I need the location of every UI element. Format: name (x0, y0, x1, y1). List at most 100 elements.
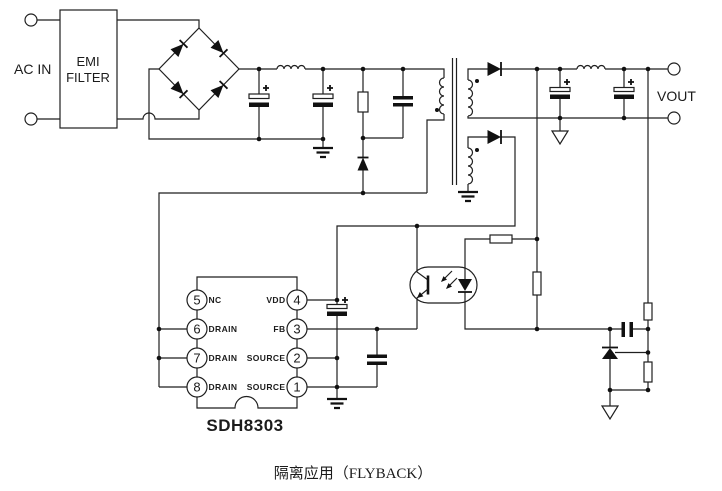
wire (464, 238, 537, 267)
polarity-dot (435, 108, 439, 112)
pin-8 (186, 376, 208, 398)
polarity-dot (475, 79, 479, 83)
output-stage: VOUT (487, 62, 696, 146)
inductor-icon (276, 64, 306, 70)
primary-gnd-rail (148, 68, 323, 140)
diode-icon (210, 80, 229, 98)
pin-label: SOURCE (247, 382, 286, 392)
pin-4 (286, 289, 308, 311)
capacitor-icon (367, 354, 387, 365)
wire-with-hop (117, 110, 200, 120)
ic-external-parts (326, 297, 387, 410)
wire (117, 19, 200, 28)
emi-label-2: FILTER (66, 70, 110, 85)
resistor-icon (643, 302, 653, 321)
ac-in-label: AC IN (14, 61, 51, 77)
secondary-rail (467, 68, 668, 80)
aux-rectifier (458, 130, 502, 203)
junction-dots (156, 66, 651, 393)
vout-terminal-plus (667, 62, 681, 76)
shunt-regulator-icon (602, 346, 618, 359)
ac-input: AC IN (14, 13, 51, 126)
electrolytic-capacitor-icon (613, 79, 635, 99)
source-wires (307, 357, 377, 388)
light-arrows-icon (441, 270, 458, 289)
electrolytic-capacitor-icon (248, 85, 270, 107)
ic-name-label: SDH8303 (206, 416, 283, 435)
ic-sdh8303: 5 6 7 8 4 3 2 1 NC DRAIN DRAIN DRAIN VDD… (186, 276, 308, 435)
opto-transistor-icon (416, 267, 430, 303)
polarity-dot (475, 148, 479, 152)
emi-filter: EMI FILTER (59, 9, 118, 129)
secondary-winding-icon (467, 79, 474, 117)
pin-number: 6 (193, 322, 200, 337)
diode-icon (170, 81, 189, 99)
earth-ground-icon (327, 397, 347, 410)
pin-number: 7 (193, 351, 200, 366)
signal-ground-icon (600, 405, 620, 421)
drain-rail (158, 192, 427, 387)
input-filter (248, 64, 334, 159)
aux-winding-icon (467, 147, 474, 185)
pin-5 (186, 289, 208, 311)
emi-label-1: EMI (76, 54, 99, 69)
inductor-icon (576, 64, 606, 70)
transformer-core-icon (451, 58, 458, 185)
pin-label: VDD (266, 295, 285, 305)
plus-mark (564, 79, 570, 85)
pin-number: 5 (193, 293, 200, 308)
pin-number: 2 (293, 351, 300, 366)
aux-diode-icon (487, 130, 502, 144)
pin-number: 3 (293, 322, 300, 337)
pin-1 (286, 376, 308, 398)
pin-number: 8 (193, 380, 200, 395)
pin-6 (186, 318, 208, 340)
electrolytic-capacitor-icon (326, 297, 348, 316)
signal-ground-icon (550, 130, 570, 146)
vout-terminal-minus (667, 111, 681, 125)
snubber-wires (362, 69, 404, 139)
diode-icon (210, 40, 229, 58)
diode-icon (357, 156, 369, 171)
dc-bus-rail (239, 68, 445, 78)
resistor-icon (643, 361, 653, 383)
plus-mark (342, 297, 348, 303)
pin-label: SOURCE (247, 353, 286, 363)
pin-7 (186, 347, 208, 369)
clamp-snubber (357, 91, 413, 171)
pin-label: DRAIN (209, 324, 238, 334)
plus-mark (628, 79, 634, 85)
bridge-diamond (158, 27, 240, 111)
vout-label: VOUT (657, 88, 696, 104)
ic-body (196, 276, 298, 409)
output-diode-icon (487, 62, 502, 76)
capacitor-icon (393, 96, 413, 107)
pin-number: 4 (293, 293, 300, 308)
plus-mark (327, 85, 333, 91)
transformer (435, 58, 479, 185)
primary-winding-icon (438, 77, 445, 115)
resistor-icon (532, 271, 542, 296)
wire (426, 114, 445, 193)
drain-pin-stubs (159, 328, 187, 388)
earth-ground-icon (313, 146, 333, 159)
ac-terminal-bottom (24, 112, 38, 126)
fb-wires (307, 303, 418, 330)
pin-number: 1 (293, 380, 300, 395)
resistor-icon (489, 234, 513, 244)
optocoupler (409, 266, 478, 304)
resistor-icon (357, 91, 369, 113)
opto-cathode-line (464, 303, 648, 330)
pin-label: DRAIN (209, 382, 238, 392)
diode-icon (170, 39, 189, 57)
secondary-return-rail (467, 116, 668, 119)
pin-label: DRAIN (209, 353, 238, 363)
feedback-network (489, 234, 653, 421)
earth-ground-icon (458, 190, 478, 203)
electrolytic-capacitor-icon (549, 79, 571, 99)
pin-label: NC (209, 295, 222, 305)
wires (37, 19, 668, 406)
schematic-caption: 隔离应用（FLYBACK） (274, 464, 433, 482)
